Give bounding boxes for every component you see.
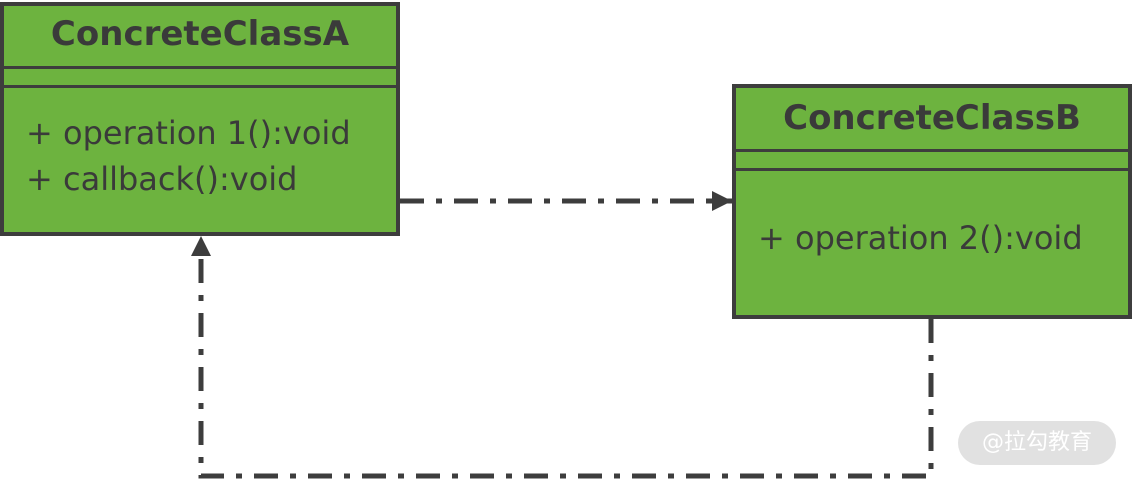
class-name: ConcreteClassB xyxy=(783,98,1081,138)
class-box-concrete-class-a: ConcreteClassA + operation 1():void + ca… xyxy=(0,2,400,236)
watermark-badge: @拉勾教育 xyxy=(958,421,1116,465)
attributes-compartment xyxy=(736,149,1128,171)
operation-item: + callback():void xyxy=(26,160,298,198)
class-box-concrete-class-b: ConcreteClassB + operation 2():void xyxy=(732,84,1132,319)
operation-item: + operation 1():void xyxy=(26,114,351,152)
operation-item: + operation 2():void xyxy=(758,219,1083,257)
callback-arrow-b-to-a xyxy=(191,236,934,479)
class-name: ConcreteClassA xyxy=(50,14,350,54)
attributes-compartment xyxy=(4,66,396,88)
operations-compartment: + operation 1():void + callback():void xyxy=(4,88,396,202)
operations-compartment: + operation 2():void xyxy=(736,171,1128,261)
